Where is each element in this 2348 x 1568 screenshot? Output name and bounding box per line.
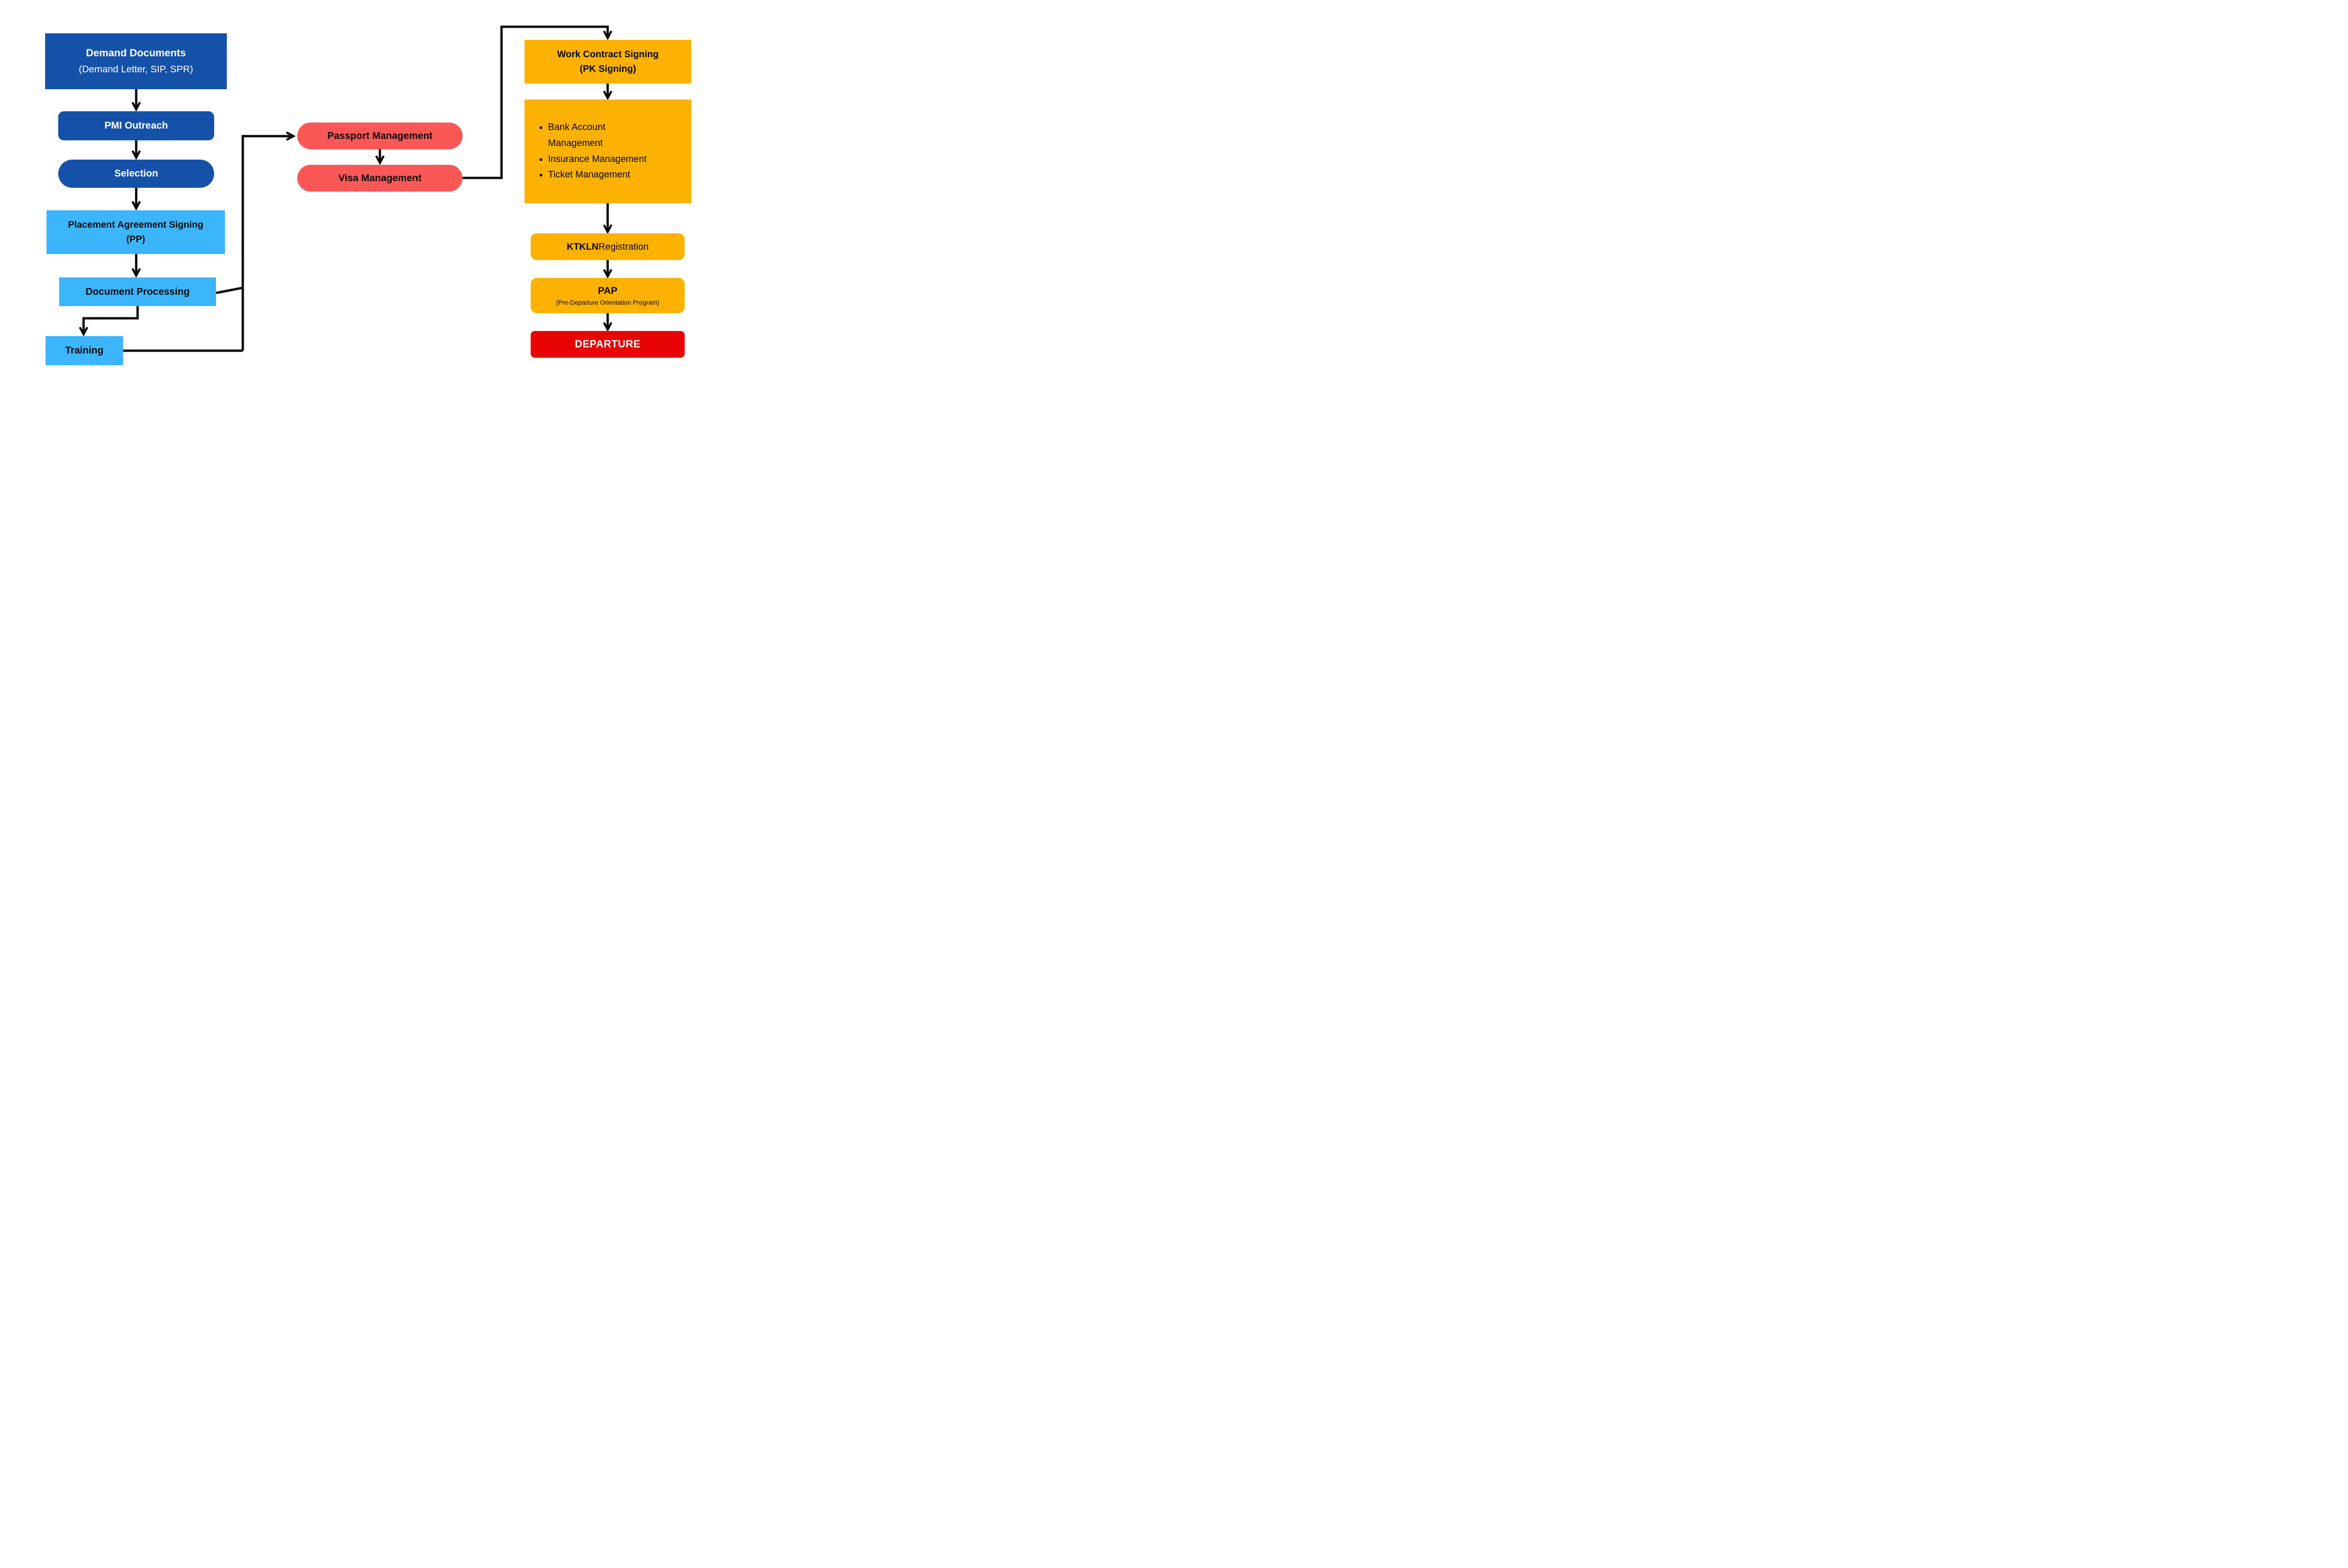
bullet-item: Bank Account Management [548,120,649,151]
riser-to-passport [241,135,292,351]
node-passport-management: Passport Management [297,123,463,149]
node-departure: DEPARTURE [531,331,685,358]
line-docproc-to-riser [216,286,243,294]
node-selection: Selection [58,160,214,188]
pap-title: PAP [598,285,618,296]
node-ktkln-registration: KTKLN Registration [531,233,685,260]
training-label: Training [65,345,104,356]
visa-management-label: Visa Management [338,172,422,184]
arrowhead-selection-to-placement [131,200,141,211]
arrowhead-demand-to-pmi [131,101,141,112]
arrowhead-wcs-to-postlist [603,90,612,100]
arrowhead-pap-to-departure [603,322,612,332]
arrowhead-riser-to-passport [286,131,296,141]
arrowhead-placement-to-docproc [131,268,141,278]
work-contract-signing-line1: Work Contract Signing [557,49,659,60]
node-work-contract-signing: Work Contract Signing (PK Signing) [525,40,691,84]
node-placement-agreement: Placement Agreement Signing (PP) [46,210,225,254]
ktkln-regular-part: Registration [598,241,649,252]
node-document-processing: Document Processing [59,277,216,306]
arrowhead-docproc-to-training [79,326,88,337]
arrowhead-postlist-to-ktkln [603,224,612,234]
arrowhead-passport-to-visa [375,155,385,165]
pmi-outreach-label: PMI Outreach [104,120,168,131]
node-post-contract-management: Bank Account ManagementInsurance Managem… [525,100,691,203]
placement-agreement-line2: (PP) [126,234,145,245]
flowchart-canvas: Demand Documents (Demand Letter, SIP, SP… [0,0,734,392]
elbow-docproc-to-training [82,306,139,333]
document-processing-label: Document Processing [85,286,190,297]
arrowhead-pmi-to-selection [131,150,141,160]
node-visa-management: Visa Management [297,165,463,192]
demand-documents-title: Demand Documents [86,47,186,59]
node-pap: PAP (Pre-Departure Orientation Program) [531,278,685,313]
work-contract-signing-line2: (PK Signing) [579,64,636,74]
demand-documents-subtitle: (Demand Letter, SIP, SPR) [78,63,193,75]
post-contract-bullet-list: Bank Account ManagementInsurance Managem… [538,120,649,183]
pap-subtitle: (Pre-Departure Orientation Program) [556,299,659,306]
node-demand-documents: Demand Documents (Demand Letter, SIP, SP… [45,33,227,89]
placement-agreement-line1: Placement Agreement Signing [68,220,204,230]
departure-label: DEPARTURE [575,338,641,350]
arrowhead-visa-to-wcs [603,30,612,40]
bullet-item: Ticket Management [548,167,649,183]
bullet-item: Insurance Management [548,152,649,168]
ktkln-bold-part: KTKLN [566,241,599,252]
selection-label: Selection [114,168,158,179]
arrowhead-ktkln-to-pap [603,269,612,279]
node-pmi-outreach: PMI Outreach [58,111,214,140]
node-training: Training [46,336,123,365]
passport-management-label: Passport Management [327,130,433,141]
